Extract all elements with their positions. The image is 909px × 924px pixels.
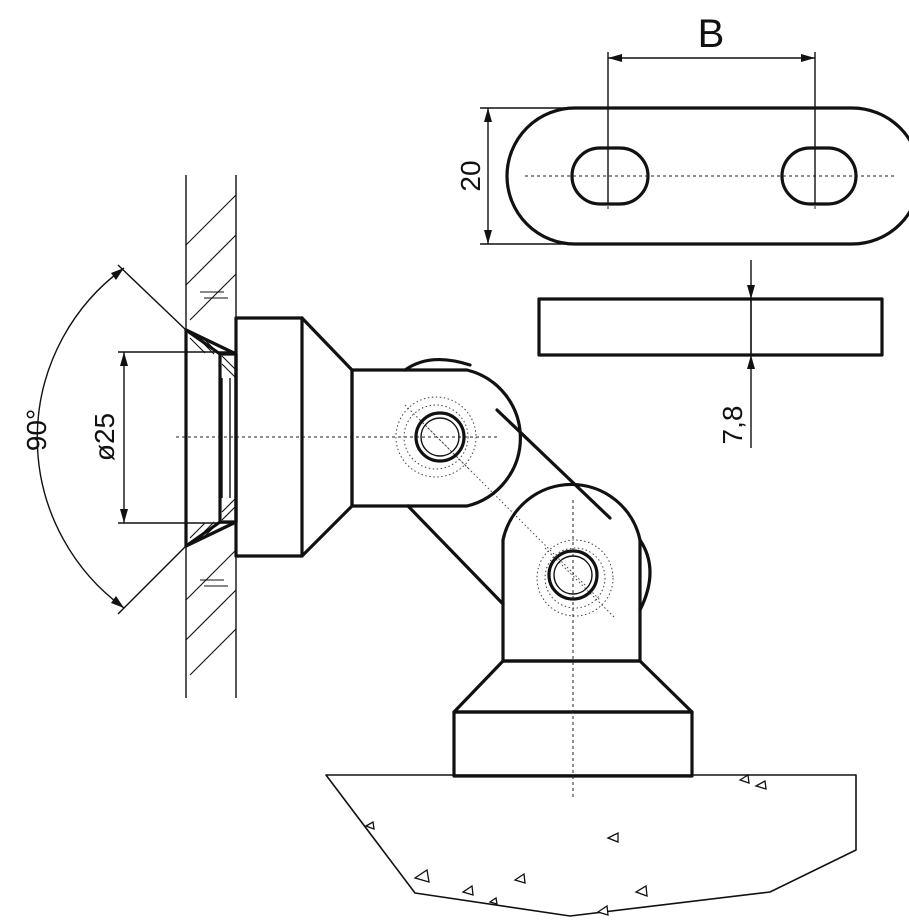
lower-joint bbox=[501, 482, 652, 663]
concrete-base bbox=[325, 773, 857, 917]
slot-spacing-label: B bbox=[698, 12, 725, 56]
plate-side-view bbox=[537, 297, 884, 357]
countersunk-bushing bbox=[184, 328, 238, 548]
plate-thickness-label: 7,8 bbox=[717, 406, 748, 445]
dimension-bore-diameter: ø25 bbox=[89, 351, 236, 524]
slotted-plate-top-view bbox=[505, 106, 909, 246]
plate-width-label: 20 bbox=[455, 160, 486, 191]
dimension-plate-width: 20 bbox=[455, 107, 575, 245]
bore-diameter-label: ø25 bbox=[89, 413, 120, 461]
upper-joint bbox=[350, 357, 522, 508]
wall-section bbox=[185, 175, 237, 698]
connecting-arm bbox=[406, 408, 612, 606]
dimension-countersink-angle: 90° bbox=[21, 264, 187, 615]
dimension-plate-thickness: 7,8 bbox=[717, 260, 755, 448]
floor-mount-body bbox=[452, 500, 694, 800]
countersink-angle-label: 90° bbox=[21, 409, 52, 451]
dimension-slot-spacing: B bbox=[607, 12, 816, 205]
